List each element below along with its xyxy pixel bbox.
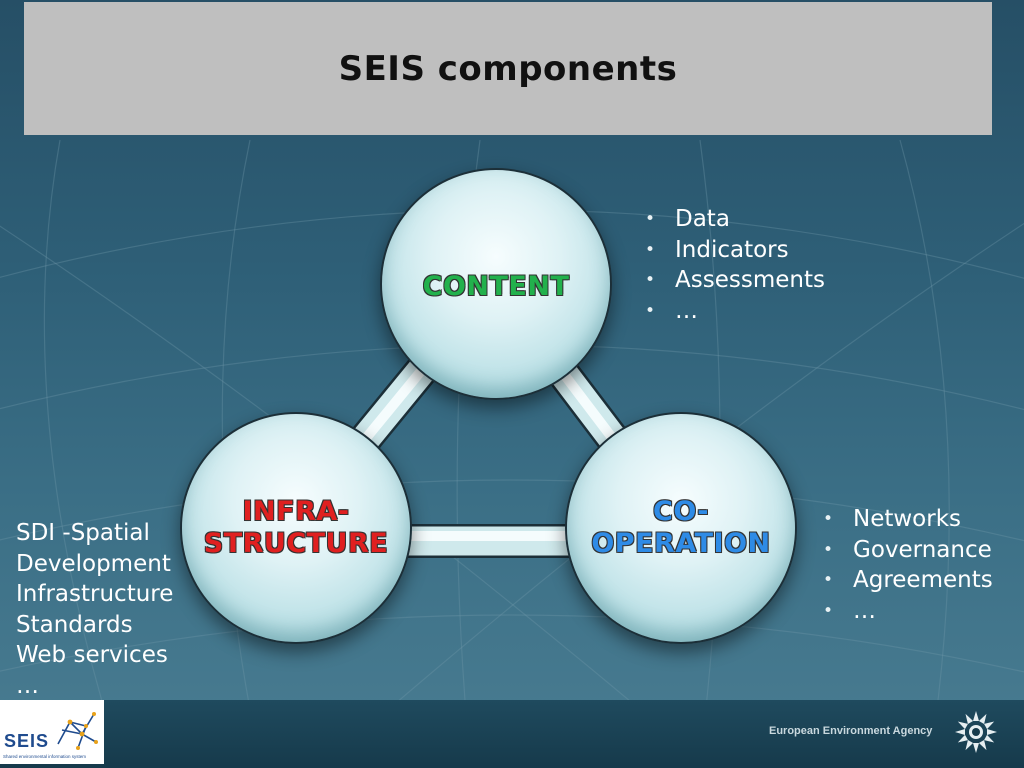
list-item: Standards <box>0 610 173 641</box>
content-label: CONTENT <box>422 271 570 302</box>
seis-logo <box>0 700 104 764</box>
infrastructure-bullet-list: SDI -Spatial Development Infrastructure … <box>0 518 173 701</box>
content-bullet-list: Data Indicators Assessments … <box>645 204 825 326</box>
list-item: SDI -Spatial <box>0 518 173 549</box>
list-item: Agreements <box>823 565 993 596</box>
infrastructure-circle: INFRA- STRUCTURE <box>180 412 412 644</box>
list-item: Networks <box>823 504 993 535</box>
list-item: Data <box>645 204 825 235</box>
content-circle: CONTENT <box>380 168 612 400</box>
list-item-continuation: Development <box>16 550 171 577</box>
infrastructure-label-line1: INFRA- <box>242 496 350 527</box>
cooperation-bullet-list: Networks Governance Agreements … <box>823 504 993 626</box>
list-item-continuation: Infrastructure <box>16 581 174 607</box>
list-item: … <box>0 671 173 702</box>
slide-title: SEIS components <box>338 48 678 89</box>
seis-network-mark-icon <box>57 712 98 750</box>
cooperation-label-line2: OPERATION <box>591 528 771 559</box>
cooperation-circle: CO- OPERATION <box>565 412 797 644</box>
list-item: Governance <box>823 535 993 566</box>
title-bar: SEIS components <box>24 2 992 135</box>
agency-name: European Environment Agency <box>769 725 933 737</box>
infrastructure-label-line2: STRUCTURE <box>203 528 389 559</box>
list-item: … <box>645 296 825 327</box>
list-item: Assessments <box>645 265 825 296</box>
seis-tagline: Shared environmental information system <box>3 754 87 759</box>
seis-logo-text: SEIS <box>4 731 50 751</box>
list-item: Web services <box>0 640 173 671</box>
list-item: … <box>823 596 993 627</box>
cooperation-label-line1: CO- <box>653 496 709 527</box>
list-item: Indicators <box>645 235 825 266</box>
footer-bar <box>0 700 1024 768</box>
eea-sun-logo-icon <box>955 711 997 753</box>
